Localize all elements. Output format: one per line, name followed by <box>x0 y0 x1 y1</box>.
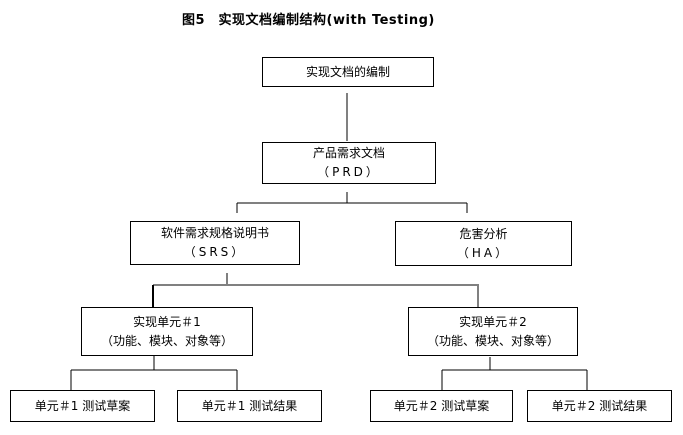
node-srs: 软件需求规格说明书 （SRS） <box>130 221 300 265</box>
node-label: 实现文档的编制 <box>305 64 390 79</box>
node-implementation-doc-compilation: 实现文档的编制 <box>262 57 434 87</box>
node-label: 单元＃2 测试草案 <box>393 398 490 413</box>
node-unit1-test-draft: 单元＃1 测试草案 <box>10 390 155 422</box>
node-hazard-analysis: 危害分析 （HA） <box>395 221 572 266</box>
node-unit2-test-draft: 单元＃2 测试草案 <box>370 390 513 422</box>
node-label: 软件需求规格说明书 <box>160 226 269 240</box>
node-label: 危害分析 <box>459 226 508 241</box>
node-implementation-unit-2: 实现单元＃2 （功能、模块、对象等） <box>408 307 578 356</box>
node-implementation-unit-1: 实现单元＃1 （功能、模块、对象等） <box>81 307 253 356</box>
node-unit2-test-result: 单元＃2 测试结果 <box>527 390 672 422</box>
node-label: 单元＃1 测试结果 <box>201 398 298 413</box>
node-unit1-test-result: 单元＃1 测试结果 <box>177 390 322 422</box>
node-sublabel: （PRD） <box>317 165 381 179</box>
node-sublabel: （HA） <box>456 245 511 260</box>
diagram-title: 图5 实现文档编制结构(with Testing) <box>182 13 435 28</box>
node-label: 单元＃2 测试结果 <box>551 398 648 413</box>
node-label: 产品需求文档 <box>312 146 385 160</box>
node-sublabel: （功能、模块、对象等） <box>426 333 559 348</box>
node-sublabel: （功能、模块、对象等） <box>100 333 233 348</box>
node-label: 实现单元＃1 <box>133 314 201 329</box>
node-label: 实现单元＃2 <box>459 314 527 329</box>
node-label: 单元＃1 测试草案 <box>34 398 131 413</box>
node-prd: 产品需求文档 （PRD） <box>262 142 436 184</box>
node-sublabel: （SRS） <box>183 245 247 259</box>
